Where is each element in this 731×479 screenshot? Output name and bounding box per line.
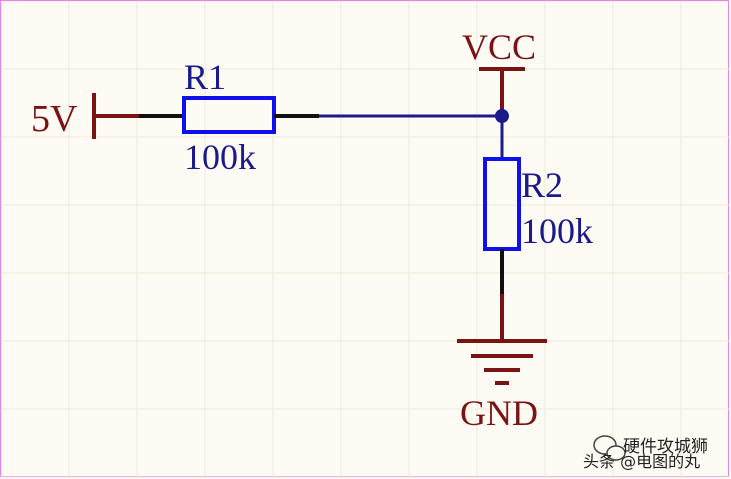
watermark-line2: 头条 @电图的丸: [583, 452, 700, 471]
power-port-vcc[interactable]: VCC: [462, 27, 536, 114]
power-port-5v[interactable]: 5V: [31, 93, 139, 140]
wechat-icon: [593, 435, 626, 461]
r2-body: [483, 157, 521, 251]
power-port-5v-label: 5V: [31, 98, 78, 140]
watermark-line1: 硬件攻城狮: [623, 437, 708, 457]
ground-symbol[interactable]: GND: [457, 339, 547, 433]
r2-value: 100k: [521, 211, 593, 251]
gnd-label: GND: [460, 393, 538, 433]
resistor-r1[interactable]: R1 100k: [139, 57, 319, 177]
r1-body: [182, 96, 276, 134]
r1-designator: R1: [184, 57, 226, 97]
vcc-label: VCC: [462, 27, 536, 67]
watermark: 硬件攻城狮 头条 @电图的丸: [583, 435, 708, 471]
r2-designator: R2: [521, 165, 563, 205]
r1-value: 100k: [184, 137, 256, 177]
resistor-r2[interactable]: R2 100k: [483, 157, 593, 294]
